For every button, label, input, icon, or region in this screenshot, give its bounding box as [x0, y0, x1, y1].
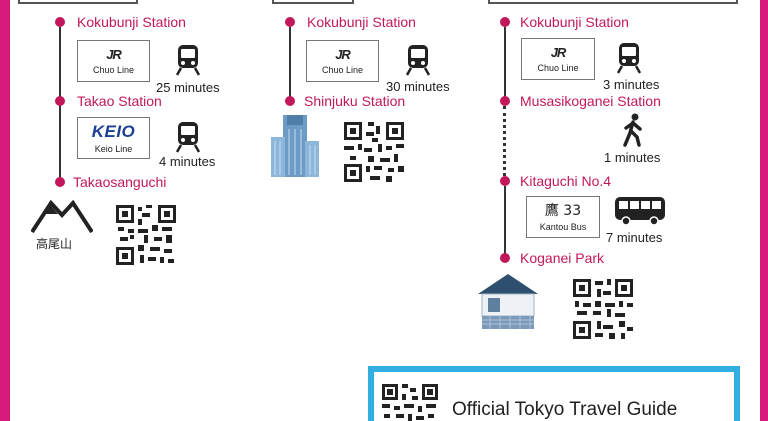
stop-kokubunji: Kokubunji Station — [77, 14, 186, 30]
stop-dot — [500, 253, 510, 263]
line-name: Chuo Line — [321, 64, 364, 75]
train-icon — [406, 45, 430, 76]
stop-dot — [500, 17, 510, 27]
train-icon — [617, 43, 641, 74]
route-1-header-box — [18, 0, 138, 4]
train-icon — [176, 122, 200, 153]
stop-dot — [55, 96, 65, 106]
skyscraper-icon — [271, 115, 319, 177]
qr-code[interactable] — [573, 279, 633, 339]
duration-label: 4 minutes — [159, 154, 216, 169]
walking-person-icon — [623, 113, 642, 147]
stop-koganei-park: Koganei Park — [520, 250, 605, 266]
line-card-keio: KEIO Keio Line — [77, 117, 150, 159]
duration-label: 30 minutes — [386, 79, 450, 94]
bus-route-number: 鷹 33 — [544, 202, 582, 219]
stop-dot — [500, 96, 510, 106]
frame-right-border — [760, 0, 768, 421]
duration-label: 25 minutes — [156, 80, 220, 95]
jr-logo: JR — [106, 46, 122, 62]
line-name: Chuo Line — [92, 64, 135, 75]
line-card-chuo: JR Chuo Line — [77, 40, 150, 82]
line-card-chuo: JR Chuo Line — [306, 40, 379, 82]
stop-kitaguchi-no4: Kitaguchi No.4 — [520, 173, 612, 189]
route-line — [504, 27, 506, 97]
stop-dot — [55, 177, 65, 187]
jr-logo: JR — [335, 46, 351, 62]
keio-logo: KEIO — [91, 121, 136, 141]
house-icon — [478, 274, 538, 329]
line-name: Keio Line — [94, 143, 133, 154]
official-guide-title: Official Tokyo Travel Guide — [452, 399, 678, 420]
duration-label: 7 minutes — [606, 230, 663, 245]
line-card-kantou-bus: 鷹 33 Kantou Bus — [526, 196, 600, 238]
duration-label: 3 minutes — [603, 77, 660, 92]
route-2-header-box — [272, 0, 354, 4]
stop-dot — [500, 176, 510, 186]
stop-shinjuku: Shinjuku Station — [304, 93, 406, 109]
route-3-header-box — [488, 0, 738, 4]
stop-dot — [285, 96, 295, 106]
qr-code[interactable] — [382, 384, 438, 421]
frame-left-border — [0, 0, 10, 421]
stop-kokubunji: Kokubunji Station — [307, 14, 416, 30]
walking-route-line — [503, 106, 506, 176]
stop-takao: Takao Station — [77, 93, 162, 109]
bus-icon — [615, 197, 665, 226]
line-name: Chuo Line — [537, 62, 579, 73]
mount-takao-label: 高尾山 — [36, 237, 73, 251]
route-line — [504, 186, 506, 258]
stop-dot — [285, 17, 295, 27]
route-line — [289, 27, 291, 97]
stop-takaosanguchi: Takaosanguchi — [73, 174, 167, 190]
mountain-icon — [31, 199, 93, 233]
qr-code[interactable] — [344, 122, 404, 182]
train-icon — [176, 45, 200, 76]
line-name: Kantou Bus — [539, 221, 587, 232]
official-guide-box — [368, 366, 740, 421]
duration-label: 1 minutes — [604, 150, 661, 165]
stop-musasikoganei: Musasikoganei Station — [520, 93, 661, 109]
stop-kokubunji: Kokubunji Station — [520, 14, 629, 30]
qr-code[interactable] — [116, 205, 176, 265]
line-card-chuo: JR Chuo Line — [521, 38, 595, 80]
jr-logo: JR — [550, 44, 567, 60]
stop-dot — [55, 17, 65, 27]
